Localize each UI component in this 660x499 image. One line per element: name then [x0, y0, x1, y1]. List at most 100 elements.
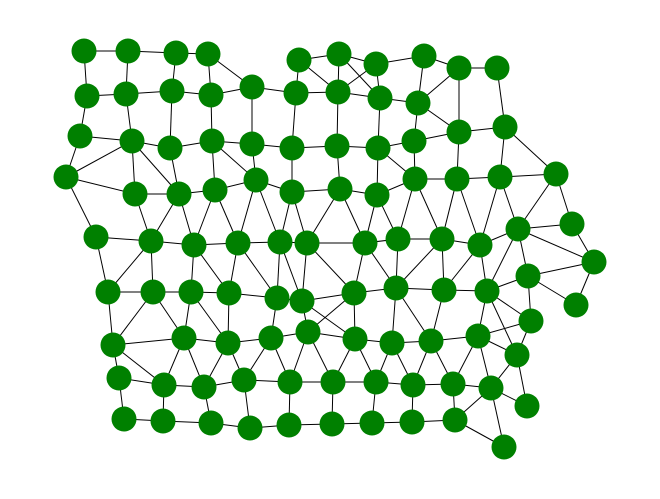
graph-node — [399, 409, 425, 435]
graph-node — [267, 229, 293, 255]
graph-node — [283, 80, 309, 106]
graph-node — [365, 135, 391, 161]
graph-node — [67, 123, 93, 149]
graph-node — [405, 90, 431, 116]
graph-node — [324, 133, 350, 159]
graph-node — [467, 232, 493, 258]
graph-node — [237, 415, 263, 441]
graph-edge — [65, 140, 133, 178]
graph-node — [239, 131, 265, 157]
graph-node — [276, 412, 302, 438]
graph-node — [581, 249, 607, 275]
graph-node — [342, 326, 368, 352]
graph-node — [320, 369, 346, 395]
graph-node — [442, 407, 468, 433]
graph-node — [140, 279, 166, 305]
graph-node — [178, 279, 204, 305]
graph-node — [367, 85, 393, 111]
graph-node — [289, 288, 315, 314]
graph-node — [418, 328, 444, 354]
graph-node — [95, 279, 121, 305]
graph-node — [138, 228, 164, 254]
graph-node — [383, 275, 409, 301]
graph-node — [83, 224, 109, 250]
graph-node — [74, 83, 100, 109]
graph-node — [465, 323, 491, 349]
graph-node — [215, 330, 241, 356]
graph-node — [363, 369, 389, 395]
graph-node — [400, 372, 426, 398]
graph-node — [286, 47, 312, 73]
graph-node — [505, 216, 531, 242]
graph-node — [231, 367, 257, 393]
graph-node — [492, 114, 518, 140]
graph-node — [198, 410, 224, 436]
graph-node — [379, 330, 405, 356]
graph-node — [171, 325, 197, 351]
graph-node — [151, 372, 177, 398]
graph-node — [199, 128, 225, 154]
graph-node — [157, 135, 183, 161]
graph-node — [446, 119, 472, 145]
graph-node — [359, 410, 385, 436]
graph-node — [239, 74, 265, 100]
graph-node — [543, 161, 569, 187]
graph-node — [279, 135, 305, 161]
graph-node — [319, 411, 345, 437]
graph-node — [440, 371, 466, 397]
graph-node — [411, 43, 437, 69]
graph-node — [518, 308, 544, 334]
graph-nodes — [53, 38, 607, 460]
graph-node — [106, 365, 132, 391]
graph-node — [294, 230, 320, 256]
graph-node — [478, 375, 504, 401]
graph-node — [474, 278, 500, 304]
graph-node — [484, 55, 510, 81]
graph-node — [71, 38, 97, 64]
graph-node — [122, 181, 148, 207]
graph-node — [111, 406, 137, 432]
graph-node — [401, 128, 427, 154]
graph-edge — [517, 228, 595, 263]
graph-node — [163, 40, 189, 66]
graph-node — [325, 79, 351, 105]
graph-node — [514, 393, 540, 419]
graph-node — [159, 78, 185, 104]
graph-node — [429, 226, 455, 252]
graph-node — [363, 51, 389, 77]
graph-node — [119, 128, 145, 154]
graph-node — [327, 176, 353, 202]
graph-node — [181, 232, 207, 258]
graph-node — [198, 82, 224, 108]
graph-node — [113, 81, 139, 107]
graph-node — [402, 166, 428, 192]
graph-node — [277, 369, 303, 395]
graph-node — [341, 280, 367, 306]
graph-node — [279, 179, 305, 205]
graph-node — [115, 38, 141, 64]
graph-node — [53, 164, 79, 190]
graph-node — [487, 164, 513, 190]
graph-node — [352, 230, 378, 256]
graph-node — [444, 166, 470, 192]
graph-node — [150, 408, 176, 434]
graph-node — [202, 177, 228, 203]
graph-node — [559, 211, 585, 237]
graph-node — [100, 332, 126, 358]
graph-node — [195, 41, 221, 67]
graph-node — [243, 167, 269, 193]
graph-node — [563, 292, 589, 318]
graph-node — [385, 226, 411, 252]
graph-node — [431, 277, 457, 303]
graph-node — [264, 285, 290, 311]
graph-node — [515, 263, 541, 289]
graph-node — [166, 181, 192, 207]
graph-node — [326, 41, 352, 67]
graph-node — [491, 434, 517, 460]
graph-node — [364, 182, 390, 208]
graph-node — [295, 319, 321, 345]
graph-node — [191, 374, 217, 400]
graph-node — [504, 342, 530, 368]
graph-node — [446, 55, 472, 81]
